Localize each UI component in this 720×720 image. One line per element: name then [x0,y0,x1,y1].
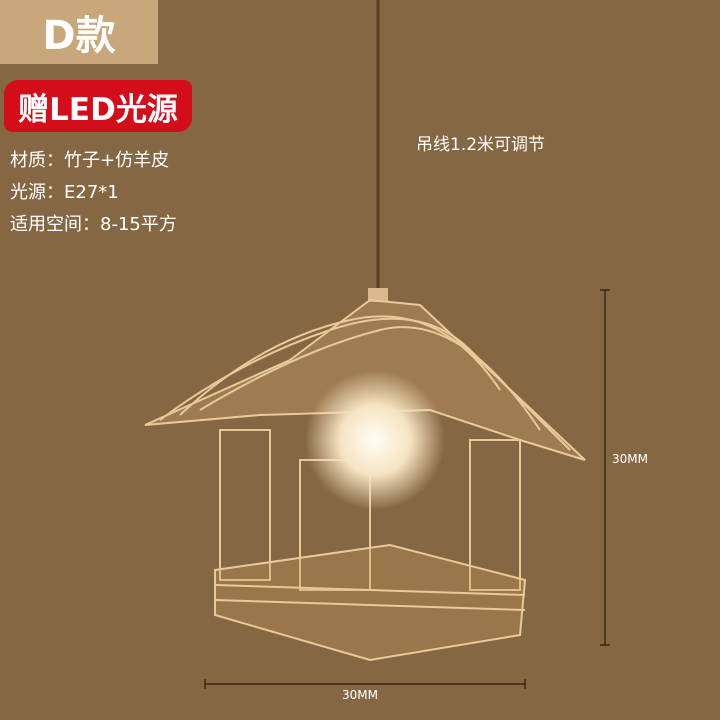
spec-area: 适用空间：8-15平方 [10,214,177,235]
light-bulb-glow [305,370,445,510]
spec-light-source: 光源：E27*1 [10,182,119,203]
canopy-cap [368,288,388,302]
width-dimension: 30MM [342,688,378,702]
lamp-body [144,298,586,662]
promo-badge: 赠LED光源 [4,80,192,132]
model-label: D款 [0,0,158,64]
height-dimension: 30MM [612,452,648,466]
spec-material: 材质：竹子+仿羊皮 [10,150,170,171]
cord-note: 吊线1.2米可调节 [416,135,546,155]
dimension-lines [204,289,610,689]
